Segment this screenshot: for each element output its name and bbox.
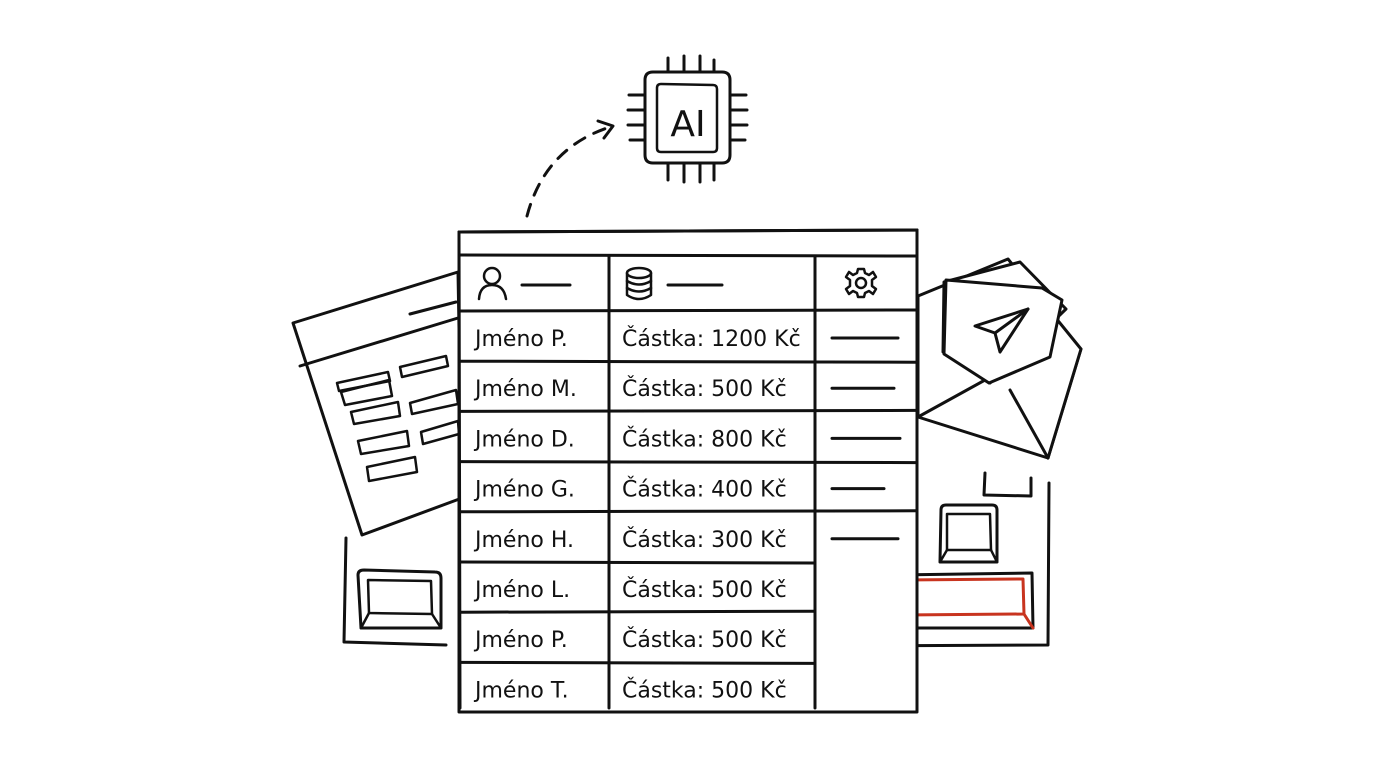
database-icon <box>625 266 653 301</box>
table-row: Jméno P. Částka: 1200 Kč <box>473 326 900 352</box>
cpu-chip-icon: AI <box>626 54 749 184</box>
envelope-send-icon <box>916 257 1083 460</box>
amount-cell: Částka: 300 Kč <box>622 527 787 553</box>
chip-label: AI <box>670 104 705 145</box>
table-row-divider <box>458 560 817 565</box>
amount-cell: Částka: 500 Kč <box>622 376 787 402</box>
dashed-arrow-icon <box>525 119 615 218</box>
amount-cell: Částka: 500 Kč <box>622 577 787 603</box>
keyboard-key-left <box>356 568 443 630</box>
table-row: Jméno T. Částka: 500 Kč <box>473 677 787 703</box>
table-row-divider <box>458 609 817 614</box>
table-row: Jméno H. Částka: 300 Kč <box>473 527 900 553</box>
data-table: Jméno P. Částka: 1200 Kč Jméno M. Částka: 5… <box>457 228 919 714</box>
user-icon <box>477 266 508 301</box>
name-cell: Jméno P. <box>473 327 568 352</box>
name-cell: Jméno H. <box>473 528 574 553</box>
table-row-divider <box>458 408 919 413</box>
name-cell: Jméno D. <box>473 427 575 452</box>
table-row: Jméno L. Částka: 500 Kč <box>473 577 787 603</box>
amount-cell: Částka: 400 Kč <box>622 477 787 503</box>
amount-cell: Částka: 500 Kč <box>622 627 787 653</box>
table-row: Jméno M. Částka: 500 Kč <box>473 376 896 402</box>
table-row: Jméno P. Částka: 500 Kč <box>473 627 787 653</box>
table-row-divider <box>458 308 919 313</box>
table-row: Jméno D. Částka: 800 Kč <box>473 426 902 452</box>
keyboard-key-top <box>982 471 1033 498</box>
amount-cell: Částka: 500 Kč <box>622 677 787 703</box>
table-header <box>477 266 878 301</box>
paper-plane-icon <box>973 307 1030 354</box>
table-row-divider <box>458 660 817 665</box>
keyboard-key-square <box>938 503 999 564</box>
name-cell: Jméno P. <box>473 628 568 653</box>
amount-cell: Částka: 1200 Kč <box>622 326 801 352</box>
table-row: Jméno G. Částka: 400 Kč <box>473 477 886 503</box>
gear-icon <box>844 267 878 299</box>
name-cell: Jméno L. <box>473 578 570 603</box>
amount-cell: Částka: 800 Kč <box>622 426 787 452</box>
name-cell: Jméno T. <box>473 678 569 703</box>
table-row-divider <box>458 509 919 514</box>
table-row-divider <box>458 460 919 465</box>
table-row-divider <box>458 359 919 364</box>
name-cell: Jméno G. <box>473 478 575 503</box>
document-form-icon <box>291 270 464 537</box>
name-cell: Jméno M. <box>473 377 577 402</box>
